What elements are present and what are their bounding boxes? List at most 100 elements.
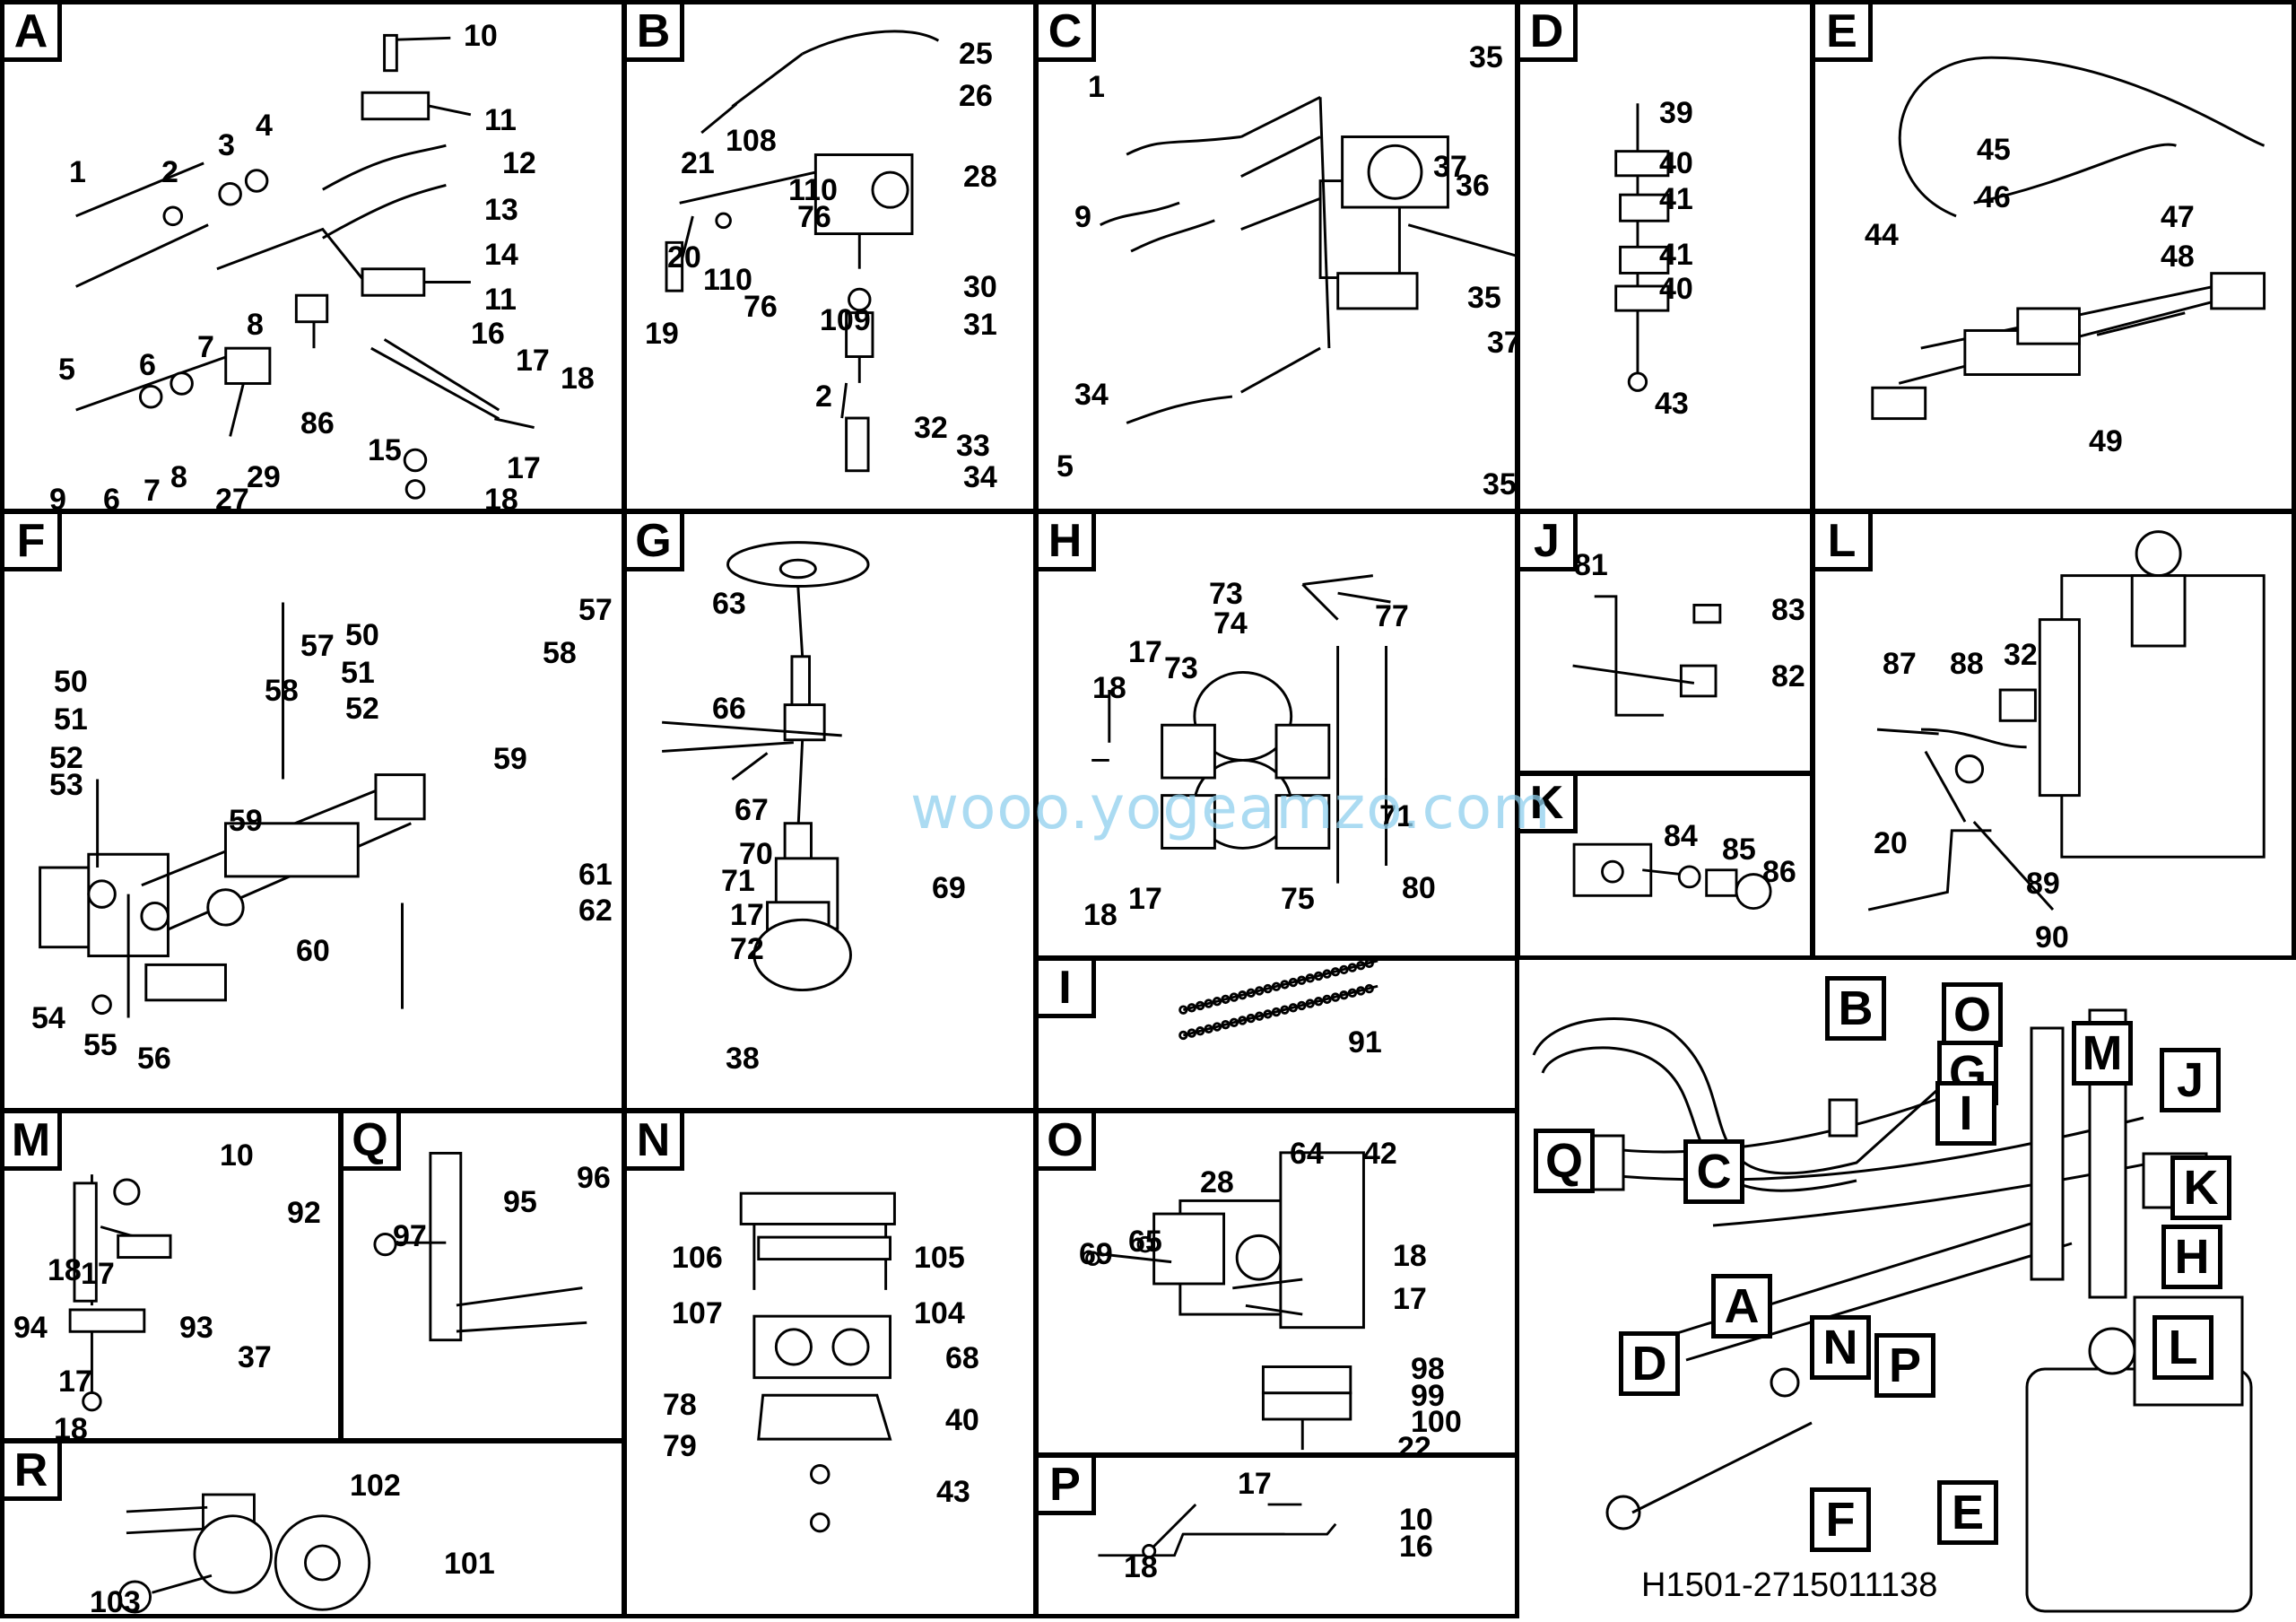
part-number: 89 bbox=[2026, 867, 2060, 901]
part-number: 48 bbox=[2161, 240, 2195, 274]
part-number: 55 bbox=[83, 1028, 117, 1062]
part-number: 61 bbox=[578, 858, 613, 892]
part-number: 34 bbox=[1074, 378, 1109, 412]
part-number: 49 bbox=[2089, 424, 2123, 458]
panel-tag: L bbox=[1815, 514, 1873, 571]
part-number: 18 bbox=[1083, 898, 1118, 932]
part-number: 36 bbox=[1456, 169, 1490, 203]
part-number: 109 bbox=[820, 303, 871, 337]
part-number: 81 bbox=[1574, 548, 1608, 582]
part-number: 73 bbox=[1209, 577, 1243, 611]
part-number: 16 bbox=[1399, 1530, 1433, 1564]
part-number: 18 bbox=[561, 362, 595, 396]
part-number: 5 bbox=[1057, 449, 1074, 484]
part-number: 6 bbox=[103, 483, 120, 513]
panel-tag: F bbox=[4, 514, 62, 571]
part-drawing-i bbox=[1178, 961, 1378, 1041]
part-number: 43 bbox=[1655, 387, 1689, 421]
part-number: 8 bbox=[247, 308, 264, 342]
part-number: 39 bbox=[1659, 96, 1693, 130]
part-number: 86 bbox=[1762, 855, 1796, 889]
panel-tag: I bbox=[1039, 961, 1096, 1018]
part-number: 82 bbox=[1771, 659, 1805, 693]
panel-c: C35373813736242319935373453537 bbox=[1034, 0, 1519, 513]
part-number: 74 bbox=[1213, 606, 1248, 641]
part-drawing-b bbox=[665, 30, 940, 473]
part-number: 11 bbox=[484, 283, 517, 317]
part-number: 58 bbox=[543, 636, 577, 670]
panel-i: I 91 bbox=[1034, 956, 1519, 1112]
part-number: 60 bbox=[296, 934, 330, 968]
panel-tag: Q bbox=[344, 1113, 401, 1171]
part-number: 63 bbox=[712, 587, 746, 621]
part-number: 107 bbox=[672, 1296, 723, 1330]
part-number: 15 bbox=[368, 433, 402, 467]
panel-tag: K bbox=[1520, 776, 1578, 833]
panel-tag: D bbox=[1520, 4, 1578, 62]
part-drawing-q bbox=[373, 1151, 587, 1342]
part-number: 3 bbox=[218, 128, 235, 162]
part-number: 29 bbox=[247, 460, 281, 494]
part-drawing-n bbox=[739, 1191, 896, 1533]
overview-callout-m: M bbox=[2072, 1021, 2133, 1086]
overview-callout-n: N bbox=[1810, 1315, 1871, 1380]
part-number: 2 bbox=[161, 155, 178, 189]
part-number: 35 bbox=[1467, 281, 1501, 315]
overview-callout-c: C bbox=[1683, 1139, 1744, 1204]
part-number: 42 bbox=[1363, 1137, 1397, 1171]
part-number: 103 bbox=[90, 1585, 141, 1618]
part-number: 85 bbox=[1722, 833, 1756, 867]
part-number: 8 bbox=[170, 460, 187, 494]
part-number: 66 bbox=[712, 692, 746, 726]
part-number: 37 bbox=[1487, 326, 1519, 360]
part-number: 50 bbox=[54, 665, 88, 699]
part-number: 17 bbox=[730, 898, 764, 932]
part-number: 80 bbox=[1402, 871, 1436, 905]
part-number: 69 bbox=[1079, 1237, 1113, 1271]
watermark: wooo.yogeamzo.com bbox=[910, 773, 1552, 842]
part-drawing-r bbox=[117, 1493, 371, 1614]
part-number: 20 bbox=[1874, 826, 1908, 860]
part-number: 9 bbox=[49, 483, 66, 513]
overview-callout-a: A bbox=[1711, 1274, 1772, 1339]
part-number: 110 bbox=[788, 173, 838, 207]
part-drawing-l bbox=[1867, 530, 2266, 911]
panel-tag: A bbox=[4, 4, 62, 62]
part-number: 100 bbox=[1411, 1405, 1462, 1439]
part-drawing-a bbox=[75, 33, 535, 500]
part-number: 10 bbox=[220, 1138, 254, 1173]
part-number: 2 bbox=[815, 379, 832, 414]
part-number: 91 bbox=[1348, 1025, 1382, 1060]
part-number: 110 bbox=[703, 263, 752, 297]
part-number: 4 bbox=[256, 109, 273, 143]
part-number: 40 bbox=[945, 1403, 979, 1437]
part-number: 40 bbox=[1659, 146, 1693, 180]
part-number: 71 bbox=[1379, 799, 1413, 833]
part-number: 27 bbox=[215, 483, 249, 513]
part-number: 104 bbox=[914, 1296, 965, 1330]
part-number: 20 bbox=[667, 240, 701, 275]
part-number: 17 bbox=[81, 1257, 115, 1291]
part-number: 31 bbox=[963, 308, 997, 342]
part-number: 67 bbox=[735, 793, 769, 827]
part-number: 17 bbox=[1128, 635, 1162, 669]
part-number: 10 bbox=[1399, 1503, 1433, 1537]
part-number: 9 bbox=[1074, 200, 1091, 234]
part-number: 1 bbox=[1088, 70, 1105, 104]
part-number: 16 bbox=[471, 317, 505, 351]
part-number: 69 bbox=[932, 871, 966, 905]
part-drawing-j bbox=[1572, 595, 1722, 717]
part-number: 18 bbox=[48, 1253, 82, 1287]
part-number: 72 bbox=[730, 932, 764, 966]
part-number: 88 bbox=[1950, 647, 1984, 681]
part-number: 25 bbox=[959, 37, 993, 71]
part-number: 5 bbox=[58, 353, 75, 387]
